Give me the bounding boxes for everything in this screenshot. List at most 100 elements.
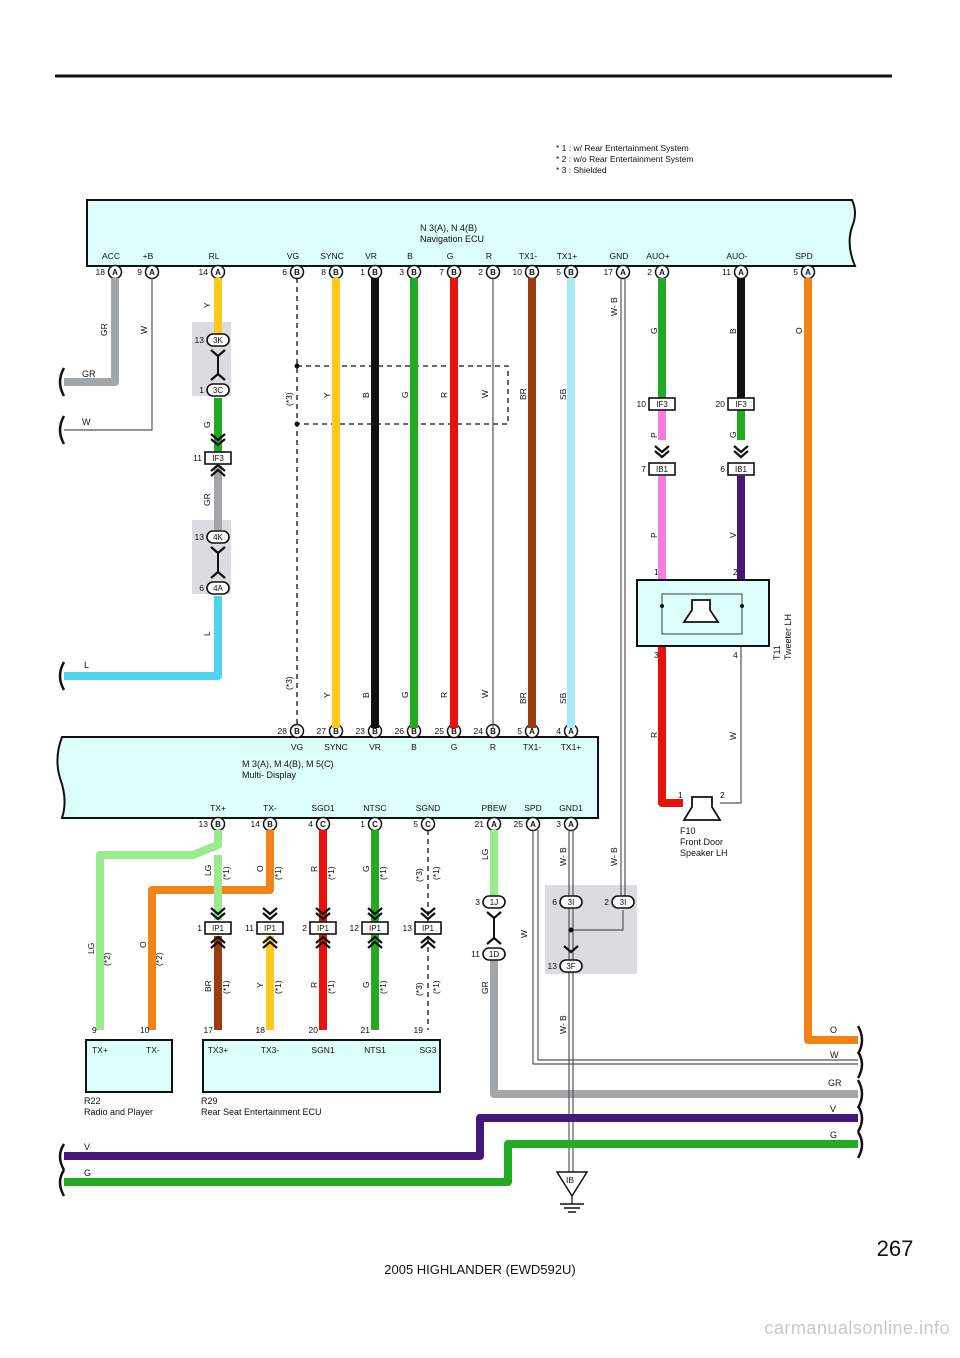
label-txm-o: O <box>255 865 265 872</box>
multi-display-box <box>56 736 599 819</box>
tweeter-name: Tweeter LH <box>783 614 793 660</box>
radio-pin-label-2: TX- <box>146 1045 160 1055</box>
label-acc-gr: GR <box>99 323 109 336</box>
nav-pin-label-7: G <box>447 251 454 261</box>
radio-pin-num-2: 10 <box>140 1025 150 1035</box>
junction-ib1-auom-id: IB1 <box>735 465 748 474</box>
label-sgnd-star3-1: (*3) <box>414 868 424 882</box>
md-top-label-5: R <box>490 742 496 752</box>
chevron-icon <box>210 433 226 442</box>
label-tx1p-sb-2: SB <box>558 692 568 704</box>
chevron-icon <box>420 940 436 949</box>
nav-pin-num-7: 7 <box>439 267 444 277</box>
nav-pin-num-5: 1 <box>360 267 365 277</box>
label-tweeter-r: R <box>649 732 659 738</box>
nav-pin-num-10: 5 <box>556 267 561 277</box>
nav-pin-conn-12-letter: A <box>659 268 665 277</box>
md-bot-conn-4-letter: C <box>425 820 431 829</box>
md-bot-label-2: SGD1 <box>311 803 334 813</box>
md-bot-conn-6-letter: A <box>530 820 536 829</box>
md-bot-label-5: PBEW <box>481 803 506 813</box>
chevron-icon <box>367 935 383 944</box>
right-break-marks <box>856 1025 864 1159</box>
chevron-icon <box>367 940 383 949</box>
nav-pin-label-8: R <box>486 251 492 261</box>
junction-ip1-4-pin: 13 <box>403 923 413 933</box>
label-txm-star1: (*1) <box>273 866 283 880</box>
nav-pin-num-11: 17 <box>604 267 614 277</box>
wire-spd-o <box>804 278 858 1044</box>
nav-pin-conn-11-badge <box>615 264 631 280</box>
nav-pin-num-14: 5 <box>793 267 798 277</box>
wire-3i-join <box>571 910 624 931</box>
md-bot-conn-7-badge <box>563 816 579 832</box>
label-ip1-br-star1: (*1) <box>221 980 231 994</box>
chevron-icon <box>210 438 226 447</box>
md-top-label-6: TX1- <box>523 742 542 752</box>
rse-box <box>202 1039 441 1093</box>
label-sgnd-star1-2: (*1) <box>431 980 441 994</box>
label-ntsc-star1-2: (*1) <box>378 980 388 994</box>
junction-ip1-0-badge <box>204 921 232 935</box>
nav-pin-label-13: AUO- <box>726 251 747 261</box>
tweeter-pin-2: 2 <box>733 567 738 577</box>
chevron-icon <box>563 945 579 954</box>
junction-ip1-2-id: IP1 <box>317 924 330 933</box>
junction-4k-id: 4K <box>213 533 223 542</box>
md-top-conn-4-letter: B <box>451 727 457 736</box>
junction-3i-b-id: 3I <box>620 898 627 907</box>
label-spd-w: W <box>519 930 529 938</box>
chevron-icon <box>315 940 331 949</box>
tweeter-pin-4: 4 <box>733 650 738 660</box>
md-bot-conn-1-letter: B <box>267 820 273 829</box>
label-txp-lg: LG <box>203 865 213 876</box>
nav-pin-num-6: 3 <box>399 267 404 277</box>
chevron-icon <box>210 463 226 472</box>
edge-right-gr: GR <box>828 1078 842 1088</box>
nav-pin-num-0: 18 <box>96 267 106 277</box>
md-bot-conn-0-letter: B <box>215 820 221 829</box>
junction-1d-badge <box>482 947 506 961</box>
nav-pin-label-5: VR <box>365 251 377 261</box>
label-sgd1-star1-1: (*1) <box>326 866 336 880</box>
radio-code: R22 <box>84 1096 101 1106</box>
label-txp-star1: (*1) <box>221 866 231 880</box>
junction-1d-id: 1D <box>489 950 499 959</box>
wire-v <box>64 1114 858 1160</box>
nav-pin-num-4: 8 <box>321 267 326 277</box>
label-gnd-wb-1: W- B <box>609 297 619 316</box>
chevron-icon <box>654 445 670 454</box>
junction-ip1-0-pin: 1 <box>197 923 202 933</box>
edge-left-v: V <box>84 1142 90 1152</box>
wire-txm-o <box>148 830 274 1030</box>
md-bot-label-3: NTSC <box>363 803 386 813</box>
junction-3i-a-pin: 6 <box>552 897 557 907</box>
label-ntsc-g-1: G <box>361 865 371 872</box>
junction-3f-id: 3F <box>566 962 575 971</box>
md-bot-conn-3-letter: C <box>372 820 378 829</box>
md-bot-num-5: 21 <box>475 819 485 829</box>
label-ip1-y-star1: (*1) <box>273 980 283 994</box>
ground-label: IB <box>566 1175 574 1185</box>
chevron-icon <box>733 450 749 459</box>
label-tx1p-sb-1: SB <box>558 388 568 400</box>
md-top-conn-5-letter: B <box>490 727 496 736</box>
nav-pin-label-11: GND <box>610 251 629 261</box>
speaker-code: F10 <box>680 826 696 836</box>
junction-ip1-0-id: IP1 <box>212 924 225 933</box>
label-pbew-lg: LG <box>480 849 490 860</box>
nav-pin-conn-8-letter: B <box>490 268 496 277</box>
speaker-symbol <box>682 796 722 821</box>
md-top-num-0: 28 <box>278 726 288 736</box>
md-top-label-4: G <box>451 742 458 752</box>
junction-ip1-3-pin: 12 <box>350 923 360 933</box>
nav-pin-conn-0-letter: A <box>112 268 118 277</box>
nav-pin-num-9: 10 <box>513 267 523 277</box>
label-vg-shield-1: (*3) <box>284 392 294 406</box>
junction-if3-auom-id: IF3 <box>735 400 747 409</box>
nav-pin-conn-9-letter: B <box>529 268 535 277</box>
